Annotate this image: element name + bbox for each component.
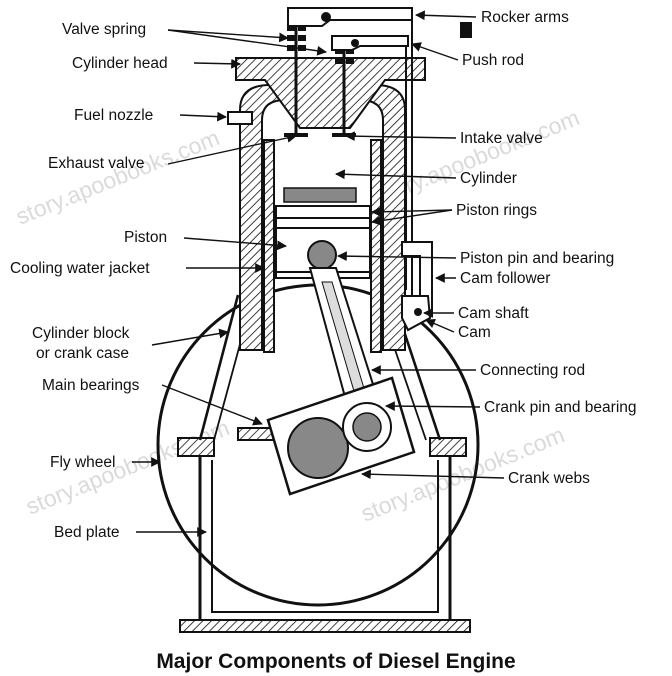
label-connecting-rod: Connecting rod <box>480 362 585 379</box>
label-crank-case: or crank case <box>36 345 129 362</box>
label-fly-wheel: Fly wheel <box>50 454 115 471</box>
label-cylinder-head: Cylinder head <box>72 55 168 72</box>
label-intake-valve: Intake valve <box>460 130 543 147</box>
leader-lines <box>132 10 505 537</box>
label-cooling-water-jacket: Cooling water jacket <box>10 260 150 277</box>
label-fuel-nozzle: Fuel nozzle <box>74 107 153 124</box>
bed-plate <box>177 437 471 633</box>
cam-assembly <box>401 241 433 332</box>
label-valve-spring: Valve spring <box>62 21 146 38</box>
cylinder-head <box>227 57 426 129</box>
label-cam-follower: Cam follower <box>460 270 550 287</box>
diagram-title: Major Components of Diesel Engine <box>156 650 515 673</box>
label-bed-plate: Bed plate <box>54 524 120 541</box>
label-cam-shaft: Cam shaft <box>458 305 529 322</box>
label-piston-rings: Piston rings <box>456 202 537 219</box>
label-exhaust-valve: Exhaust valve <box>48 155 145 172</box>
label-rocker-arms: Rocker arms <box>481 9 569 26</box>
label-cylinder-block: Cylinder block <box>32 325 130 342</box>
label-cam: Cam <box>458 324 491 341</box>
watermark-text: story.apoobooks.com <box>12 124 223 229</box>
label-piston-pin-bearing: Piston pin and bearing <box>460 250 614 267</box>
label-main-bearings: Main bearings <box>42 377 140 394</box>
label-crank-pin-bearing: Crank pin and bearing <box>484 399 637 416</box>
label-push-rod: Push rod <box>462 52 524 69</box>
fuel-nozzle <box>227 111 253 125</box>
label-cylinder: Cylinder <box>460 170 517 187</box>
crank-assembly <box>266 376 416 496</box>
label-piston: Piston <box>124 229 167 246</box>
label-crank-webs: Crank webs <box>508 470 590 487</box>
piston <box>275 187 371 279</box>
